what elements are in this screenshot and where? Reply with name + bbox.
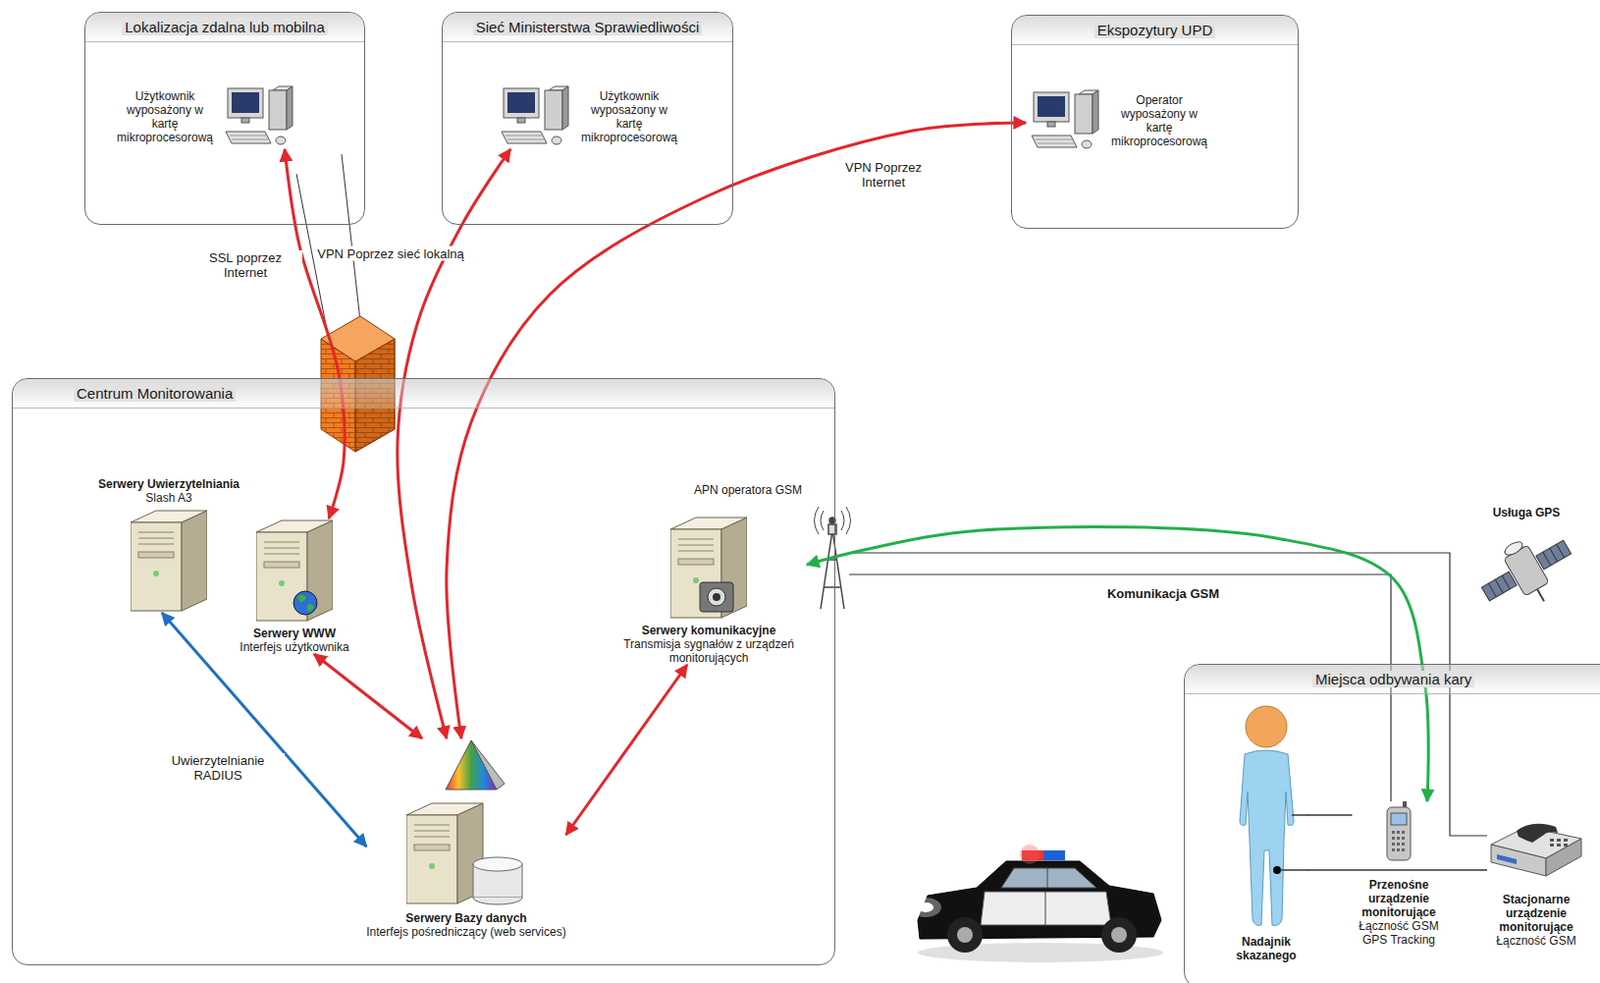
pc-icon [495,84,575,150]
zone-title: Miejsca odbywania kary [1312,670,1475,688]
device-node: Usługa GPS [1477,505,1576,617]
zone-panel: Sieć Ministerstwa SprawiedliwościUżytkow… [441,11,734,225]
connector [1308,868,1489,871]
connector [284,149,345,519]
node-text: Serwery komunikacyjne [641,623,777,638]
ssl-guide-lines [296,154,362,330]
node-text: Operator wyposażony w kartę mikroproceso… [1110,93,1209,149]
db-icon [406,738,527,907]
edge-label: VPN Poprzez sieć lokalną [314,246,468,262]
connector [314,653,423,739]
police-car [909,844,1164,962]
zone-header: Centrum Monitorowania [12,378,835,409]
connector [446,122,1026,739]
zone-panel: Centrum MonitorowaniaSerwery Uwierzyteln… [11,377,836,965]
note-label: APN operatora GSM [691,482,805,498]
gsm-wires [849,552,1488,836]
device-node: Użytkownik wyposażony w kartę mikroproce… [115,84,299,150]
node-text: Użytkownik wyposażony w kartę mikroproce… [580,89,679,145]
zone-panel: Lokalizacja zdalna lub mobilnaUżytkownik… [84,11,366,225]
zone-header: Lokalizacja zdalna lub mobilna [85,12,365,43]
node-text: Serwery Uwierzytelniania [98,477,240,491]
www-icon [256,518,333,623]
zone-header: Ekspozytury UPD [1012,15,1298,46]
node-text: Nadajnik skazanego [1226,934,1306,962]
device-node: Serwery WWWInterfejs użytkownika [239,518,349,654]
edge-label: SSL poprzez Internet [188,250,303,280]
device-node: Nadajnik skazanego [1225,702,1309,962]
node-text: Serwery Bazy danych [405,910,527,925]
node-text: Przenośne urządzenie monitorujące [1352,877,1446,919]
device-node: Serwery UwierzytelnianiaSlash A3 [98,477,240,613]
desk-icon [1487,804,1586,889]
node-text: Usługa GPS [1493,505,1561,520]
node-text: Transmisja sygnałów z urządzeń monitoruj… [610,637,807,665]
zone-header: Sieć Ministerstwa Sprawiedliwości [442,12,733,43]
pc-icon [219,84,299,150]
device-node: Użytkownik wyposażony w kartę mikroproce… [495,84,679,150]
node-text: Stacjonarne urządzenie monitorujące [1490,892,1584,934]
zone-title: Sieć Ministerstwa Sprawiedliwości [473,18,703,36]
node-text: Interfejs użytkownika [239,640,349,654]
zone-title: Centrum Monitorowania [73,384,236,402]
node-text: Serwery WWW [253,626,336,640]
zone-panel: Miejsca odbywania karyNadajnik skazanego… [1183,663,1600,983]
device-node: Stacjonarne urządzenie monitorująceŁączn… [1487,804,1586,948]
edge-label: Uwierzytelnianie RADIUS [151,752,285,783]
node-text: Interfejs pośredniczący (web services) [366,924,566,939]
device-node: Przenośne urządzenie monitorująceŁącznoś… [1352,800,1446,947]
node-text: Łączność GSM [1495,933,1576,948]
device-node: Operator wyposażony w kartę mikroproceso… [1025,88,1209,154]
node-text: Slash A3 [145,490,192,505]
sat-icon [1477,523,1576,617]
phone-icon [1383,800,1415,862]
node-text: Użytkownik wyposażony w kartę mikroproce… [115,89,214,145]
zone-panel: Ekspozytury UPD Operator wyposażony w kar… [1011,14,1299,229]
node-text: Łączność GSM GPS Tracking [1352,918,1446,947]
srv-icon [130,508,208,613]
comm-icon [670,515,747,620]
zone-header: Miejsca odbywania kary [1184,664,1600,694]
connector [1308,813,1353,816]
connector [161,612,367,847]
connector [397,149,511,739]
pc-icon [1025,88,1105,154]
person-icon [1225,702,1309,931]
zone-title: Ekspozytury UPD [1094,21,1217,39]
edge-label: VPN Poprzez Internet [821,160,946,190]
device-node: Serwery Bazy danychInterfejs pośredniczą… [366,738,566,939]
device-node: Serwery komunikacyjneTransmisja sygnałów… [610,515,807,665]
connector [566,664,688,835]
note-label: Komunikacja GSM [1104,586,1223,601]
zone-title: Lokalizacja zdalna lub mobilna [121,18,327,36]
